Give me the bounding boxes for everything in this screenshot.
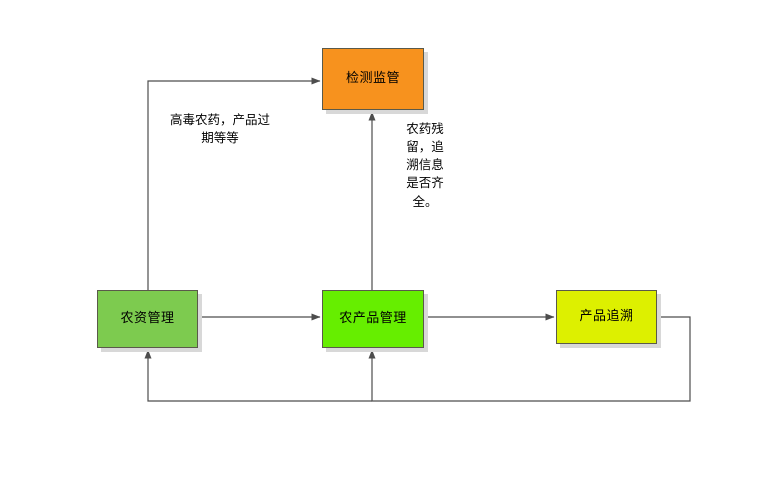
node-agri-supply-label: 农资管理 xyxy=(120,311,175,327)
edge-traceability-feedback-agri-supply xyxy=(144,349,372,402)
edge-label-residue-note: 农药残 留，追 溯信息 是否齐 全。 xyxy=(406,121,444,209)
node-produce-mgmt[interactable]: 农产品管理 xyxy=(322,290,424,348)
edge-label-pesticide-note: 高毒农药，产品过 期等等 xyxy=(169,112,270,146)
node-inspection-label: 检测监管 xyxy=(345,71,400,87)
node-traceability[interactable]: 产品追溯 xyxy=(556,290,657,344)
edge-agri-supply-to-inspection xyxy=(147,77,321,290)
node-agri-supply[interactable]: 农资管理 xyxy=(97,290,198,348)
node-produce-mgmt-label: 农产品管理 xyxy=(339,311,407,327)
edge-traceability-feedback-produce-mgmt xyxy=(368,316,691,402)
node-inspection[interactable]: 检测监管 xyxy=(322,48,424,110)
node-traceability-label: 产品追溯 xyxy=(579,309,634,325)
